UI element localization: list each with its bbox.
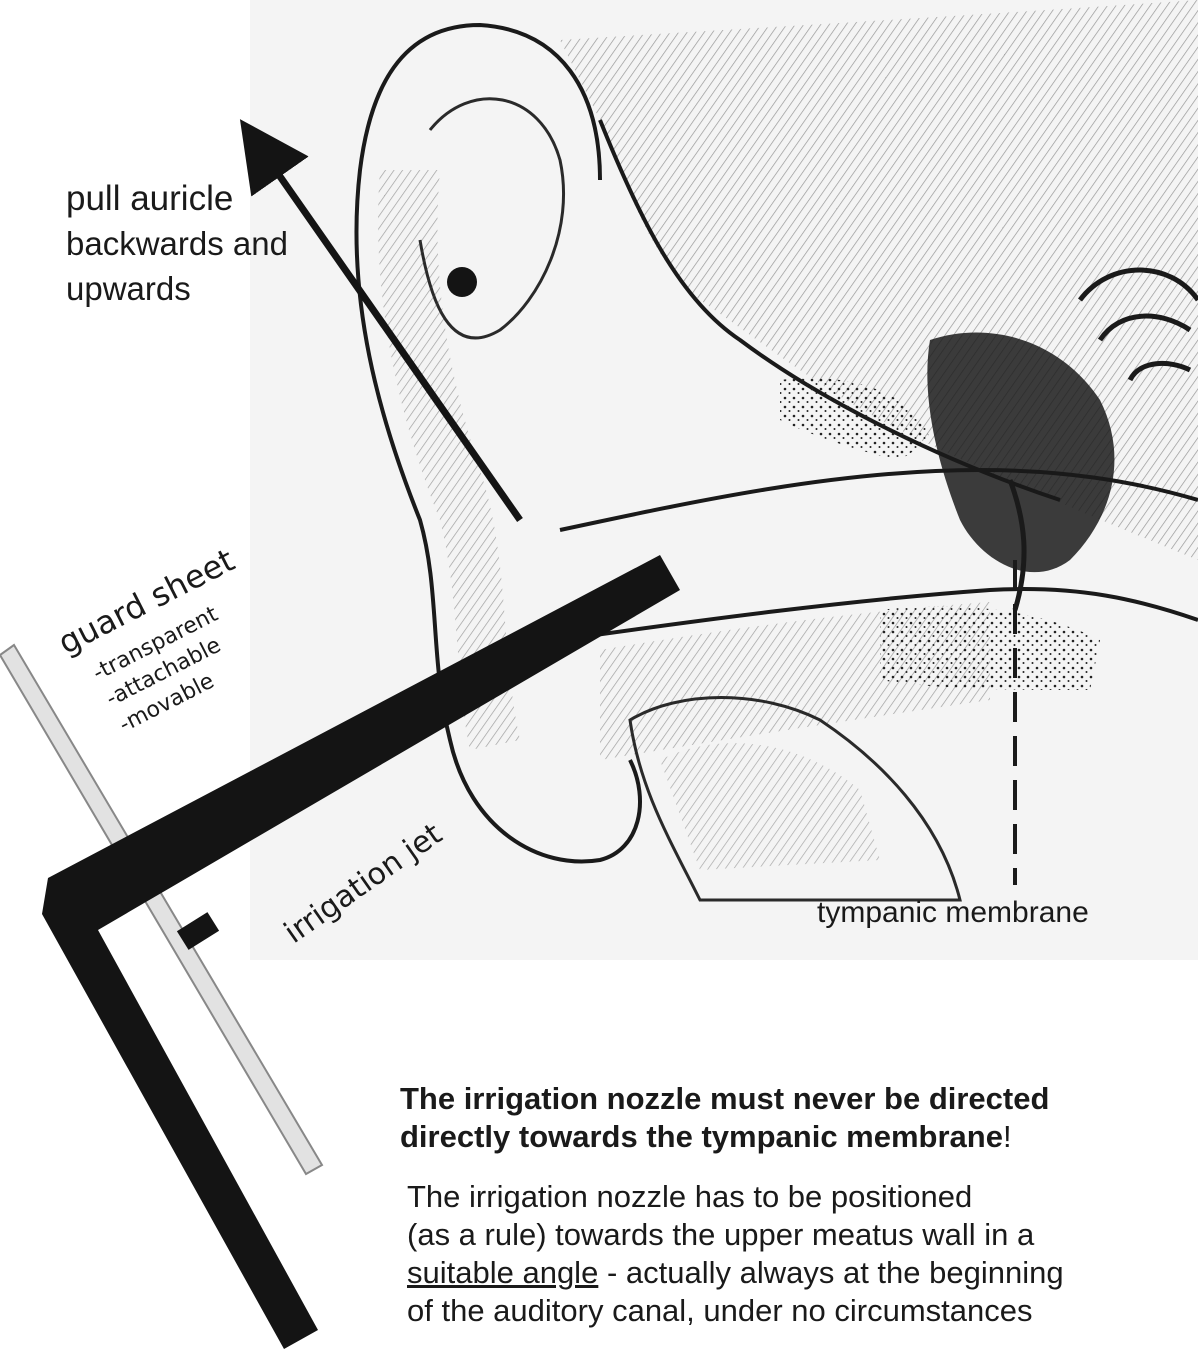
pull-label-line3: upwards <box>66 266 288 311</box>
instructions-line1: The irrigation nozzle has to be position… <box>407 1178 1064 1216</box>
warning-exclamation: ! <box>1003 1119 1012 1154</box>
instructions-line4: of the auditory canal, under no circumst… <box>407 1292 1064 1330</box>
suitable-angle-underlined: suitable angle <box>407 1255 598 1290</box>
pull-label-line1: pull auricle <box>66 176 288 221</box>
pull-auricle-label: pull auricle backwards and upwards <box>66 176 288 311</box>
pull-grip-dot <box>447 267 477 297</box>
instructions-line2: (as a rule) towards the upper meatus wal… <box>407 1216 1064 1254</box>
instructions-text: The irrigation nozzle has to be position… <box>407 1178 1064 1330</box>
pull-label-line2: backwards and <box>66 221 288 266</box>
warning-text: The irrigation nozzle must never be dire… <box>400 1080 1049 1156</box>
warning-line1: The irrigation nozzle must never be dire… <box>400 1080 1049 1118</box>
instructions-line3-rest: - actually always at the beginning <box>598 1255 1063 1290</box>
warning-line2: directly towards the tympanic membrane! <box>400 1118 1049 1156</box>
tympanic-membrane-label: tympanic membrane <box>817 896 1089 930</box>
warning-line2-bold: directly towards the tympanic membrane <box>400 1119 1003 1154</box>
instructions-line3: suitable angle - actually always at the … <box>407 1254 1064 1292</box>
